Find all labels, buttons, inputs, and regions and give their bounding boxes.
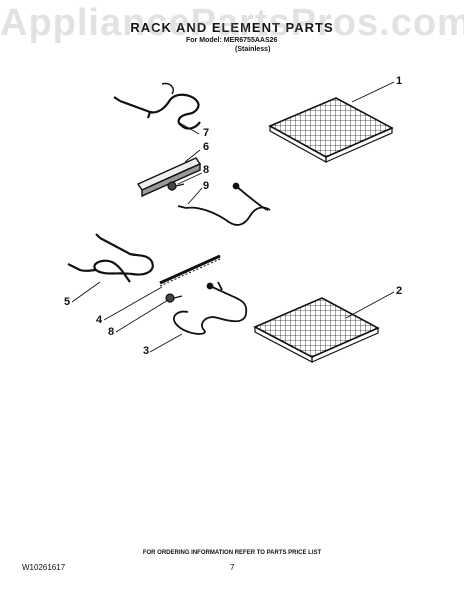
callout-8-lower: 8: [108, 326, 115, 338]
callout-4: 4: [96, 314, 103, 326]
oven-rack-upper: [268, 97, 394, 164]
page-title: RACK AND ELEMENT PARTS: [130, 20, 334, 35]
element-bracket: [136, 157, 202, 198]
bake-element: [67, 233, 154, 283]
callout-3: 3: [143, 345, 150, 357]
leader-lines: [71, 81, 395, 353]
broil-element: [113, 82, 201, 130]
oven-rack-lower: [253, 297, 380, 363]
hidden-bake-wire-upper: [177, 182, 271, 226]
callout-7: 7: [203, 127, 210, 139]
callout-9: 9: [203, 180, 210, 192]
model-line: For Model: MER6755AAS26: [186, 37, 278, 44]
fastener-lower: [165, 293, 183, 303]
fastener-upper: [167, 181, 185, 191]
watermark: AppliancePartsPros.com: [0, 2, 464, 44]
hidden-bake-element: [173, 281, 248, 335]
callout-8-upper: 8: [203, 164, 210, 176]
page-number: 7: [230, 563, 235, 572]
document-number: W10261617: [22, 563, 66, 572]
callout-6: 6: [203, 141, 210, 153]
callout-5: 5: [64, 296, 71, 308]
ordering-note: FOR ORDERING INFORMATION REFER TO PARTS …: [142, 550, 322, 556]
callout-1: 1: [396, 75, 403, 87]
callout-2: 2: [396, 285, 403, 297]
variant-line: (Stainless): [235, 46, 271, 53]
element-rod: [159, 254, 221, 287]
